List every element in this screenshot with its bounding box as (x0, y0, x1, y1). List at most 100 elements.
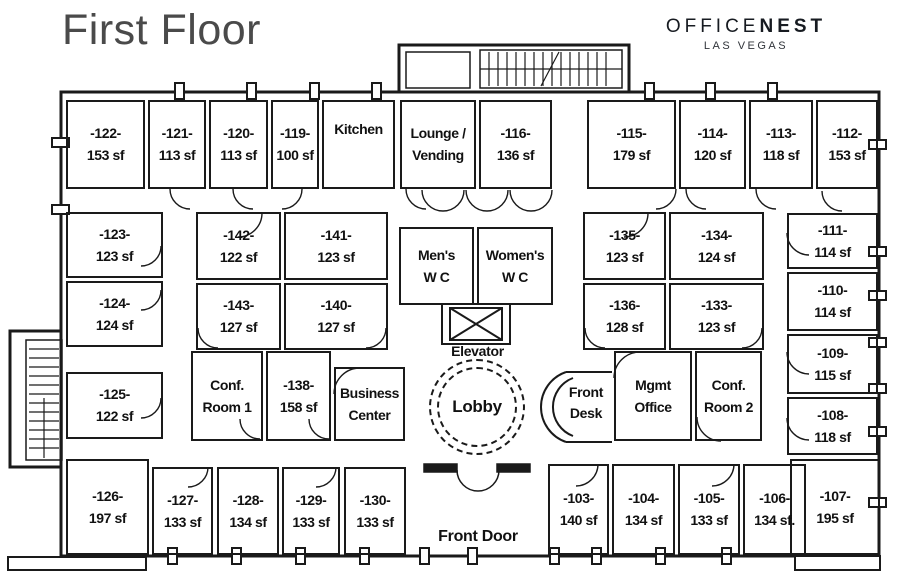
room-119: -119-100 sf (271, 100, 319, 189)
room-area: 134 sf. (754, 512, 795, 528)
area-label: Center (348, 406, 391, 423)
room-number: -124- (99, 294, 130, 311)
area-label: Desk (569, 405, 603, 421)
room-number: -141- (320, 226, 352, 243)
room-105: -105- 133 sf (678, 464, 740, 555)
room-138: -138- 158 sf (266, 351, 331, 441)
room-116: -116-136 sf (479, 100, 552, 189)
front-door-label: Front Door (438, 528, 518, 545)
tower-room (405, 51, 471, 89)
stair-tower-left (8, 329, 64, 469)
room-area: 123 sf (317, 248, 355, 265)
room-number: -112- (832, 125, 862, 142)
elevator-symbol (441, 303, 511, 345)
room-number: -109- (817, 344, 848, 361)
lobby: Lobby (429, 359, 525, 455)
room-129: -129-133 sf (282, 467, 340, 555)
room-127: -127- 133 sf (152, 467, 213, 555)
window-markers (51, 82, 887, 565)
room-number: -111- (817, 221, 848, 238)
brand-logo: OFFICENEST LAS VEGAS (646, 16, 846, 52)
room-number: -130- (359, 491, 391, 508)
room-number: -125- (99, 386, 130, 403)
bottom-right-strip (794, 555, 881, 571)
room-number: -129- (295, 491, 327, 508)
room-number: -128- (232, 491, 264, 508)
room-area: 128 sf (605, 319, 644, 335)
room-area: 123 sf (605, 248, 644, 265)
room-number: -106- (759, 490, 790, 507)
area-label: Room 1 (202, 398, 252, 415)
room-area: 153 sf (86, 147, 125, 163)
area-label: Business (339, 384, 400, 401)
room-number: -104- (628, 490, 659, 507)
room-area: 100 sf (276, 147, 314, 163)
room-area: 113 sf (220, 147, 257, 163)
room-140: -140- 127 sf (284, 283, 388, 350)
room-area: 140 sf (559, 512, 598, 528)
lobby-label: Lobby (452, 397, 502, 416)
room-area: 118 sf (814, 428, 851, 445)
stairs-left-hatch (29, 348, 59, 458)
room-number: -110- (817, 282, 848, 299)
room-number: -138- (283, 376, 314, 393)
area-label: Room 2 (704, 398, 753, 415)
area-kitchen: Kitchen (322, 100, 395, 189)
area-label: Lounge / (410, 125, 466, 142)
room-area: 197 sf (88, 509, 127, 526)
room-number: -116- (500, 125, 531, 142)
area-label: Mgmt (635, 376, 671, 393)
room-141: -141- 123 sf (284, 212, 388, 280)
area-lounge-vending: Lounge /Vending (400, 100, 476, 189)
brand-name-light: OFFICE (665, 16, 760, 37)
lobby-inner-ring (437, 367, 517, 447)
room-number: -113- (766, 125, 796, 142)
room-area: 113 sf (158, 147, 196, 163)
room-number: -107- (819, 487, 851, 504)
double-door-arcs (421, 189, 553, 212)
room-number: -127- (167, 491, 198, 508)
room-number: -126- (92, 487, 123, 504)
room-134: -134-124 sf (669, 212, 764, 280)
room-number: -136- (609, 297, 640, 314)
room-area: 114 sf (814, 304, 851, 320)
room-number: -123- (99, 225, 130, 242)
room-125: -125-122 sf (66, 372, 163, 439)
room-area: 134 sf (624, 512, 663, 528)
room-143: -143- 127 sf (196, 283, 281, 350)
area-label: Front (568, 384, 604, 400)
room-number: -114- (697, 125, 728, 142)
room-area: 158 sf (279, 398, 318, 415)
room-area: 122 sf (219, 248, 258, 265)
room-number: -134- (701, 226, 732, 243)
room-area: 133 sf (690, 512, 728, 528)
room-area: 115 sf (814, 366, 851, 383)
area-label: Office (634, 398, 672, 415)
room-area: 133 sf (163, 513, 202, 530)
bottom-left-strip (7, 556, 147, 571)
room-number: -133- (701, 297, 732, 314)
room-110: -110- 114 sf (787, 272, 878, 331)
room-number: -103- (563, 490, 594, 507)
room-number: -105- (693, 490, 725, 507)
brand-name: OFFICENEST (646, 16, 846, 38)
room-area: 118 sf (762, 147, 800, 163)
stairs-top-hatch (480, 51, 622, 87)
room-number: -140- (320, 297, 352, 314)
room-142: -142-122 sf (196, 212, 281, 280)
front-door-symbol (423, 463, 531, 492)
room-area: 127 sf (219, 319, 258, 335)
room-108: -108- 118 sf (787, 397, 878, 455)
room-number: -135- (609, 226, 640, 243)
room-number: -108- (817, 406, 848, 423)
stairs-left-box (25, 339, 63, 461)
room-area: 127 sf (317, 319, 355, 335)
room-121: -121-113 sf (148, 100, 206, 189)
elevator-label: Elevator (451, 343, 504, 359)
room-number: -143- (223, 297, 254, 314)
